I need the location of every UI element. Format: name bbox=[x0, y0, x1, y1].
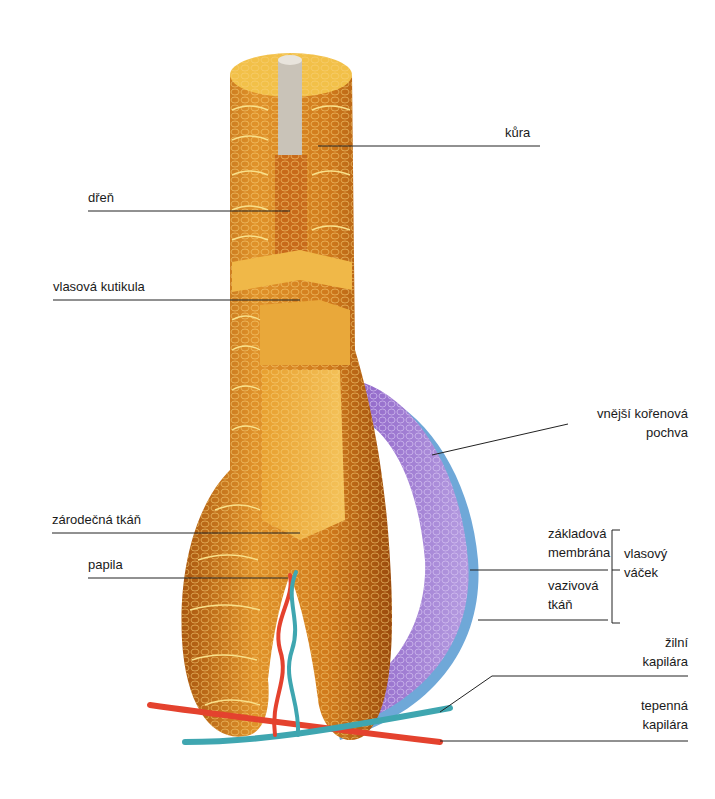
part-label: tepenná kapilára bbox=[620, 697, 688, 735]
part-label: dřeň bbox=[88, 189, 128, 208]
hair-shaft bbox=[182, 53, 392, 740]
part-label: žilní kapilára bbox=[628, 634, 688, 672]
part-label: kůra bbox=[505, 124, 545, 143]
part-label: zárodečná tkáň bbox=[52, 511, 182, 530]
part-label: papila bbox=[88, 556, 168, 575]
leader-lines bbox=[52, 146, 688, 741]
part-label: základová membrána bbox=[548, 525, 610, 563]
part-label: vlasová kutikula bbox=[53, 278, 183, 297]
part-label: vlasový váček bbox=[624, 545, 676, 583]
part-label: vazivová tkáň bbox=[548, 577, 610, 615]
capillaries bbox=[150, 572, 450, 742]
part-label: vnější kořenová pochva bbox=[573, 405, 688, 443]
